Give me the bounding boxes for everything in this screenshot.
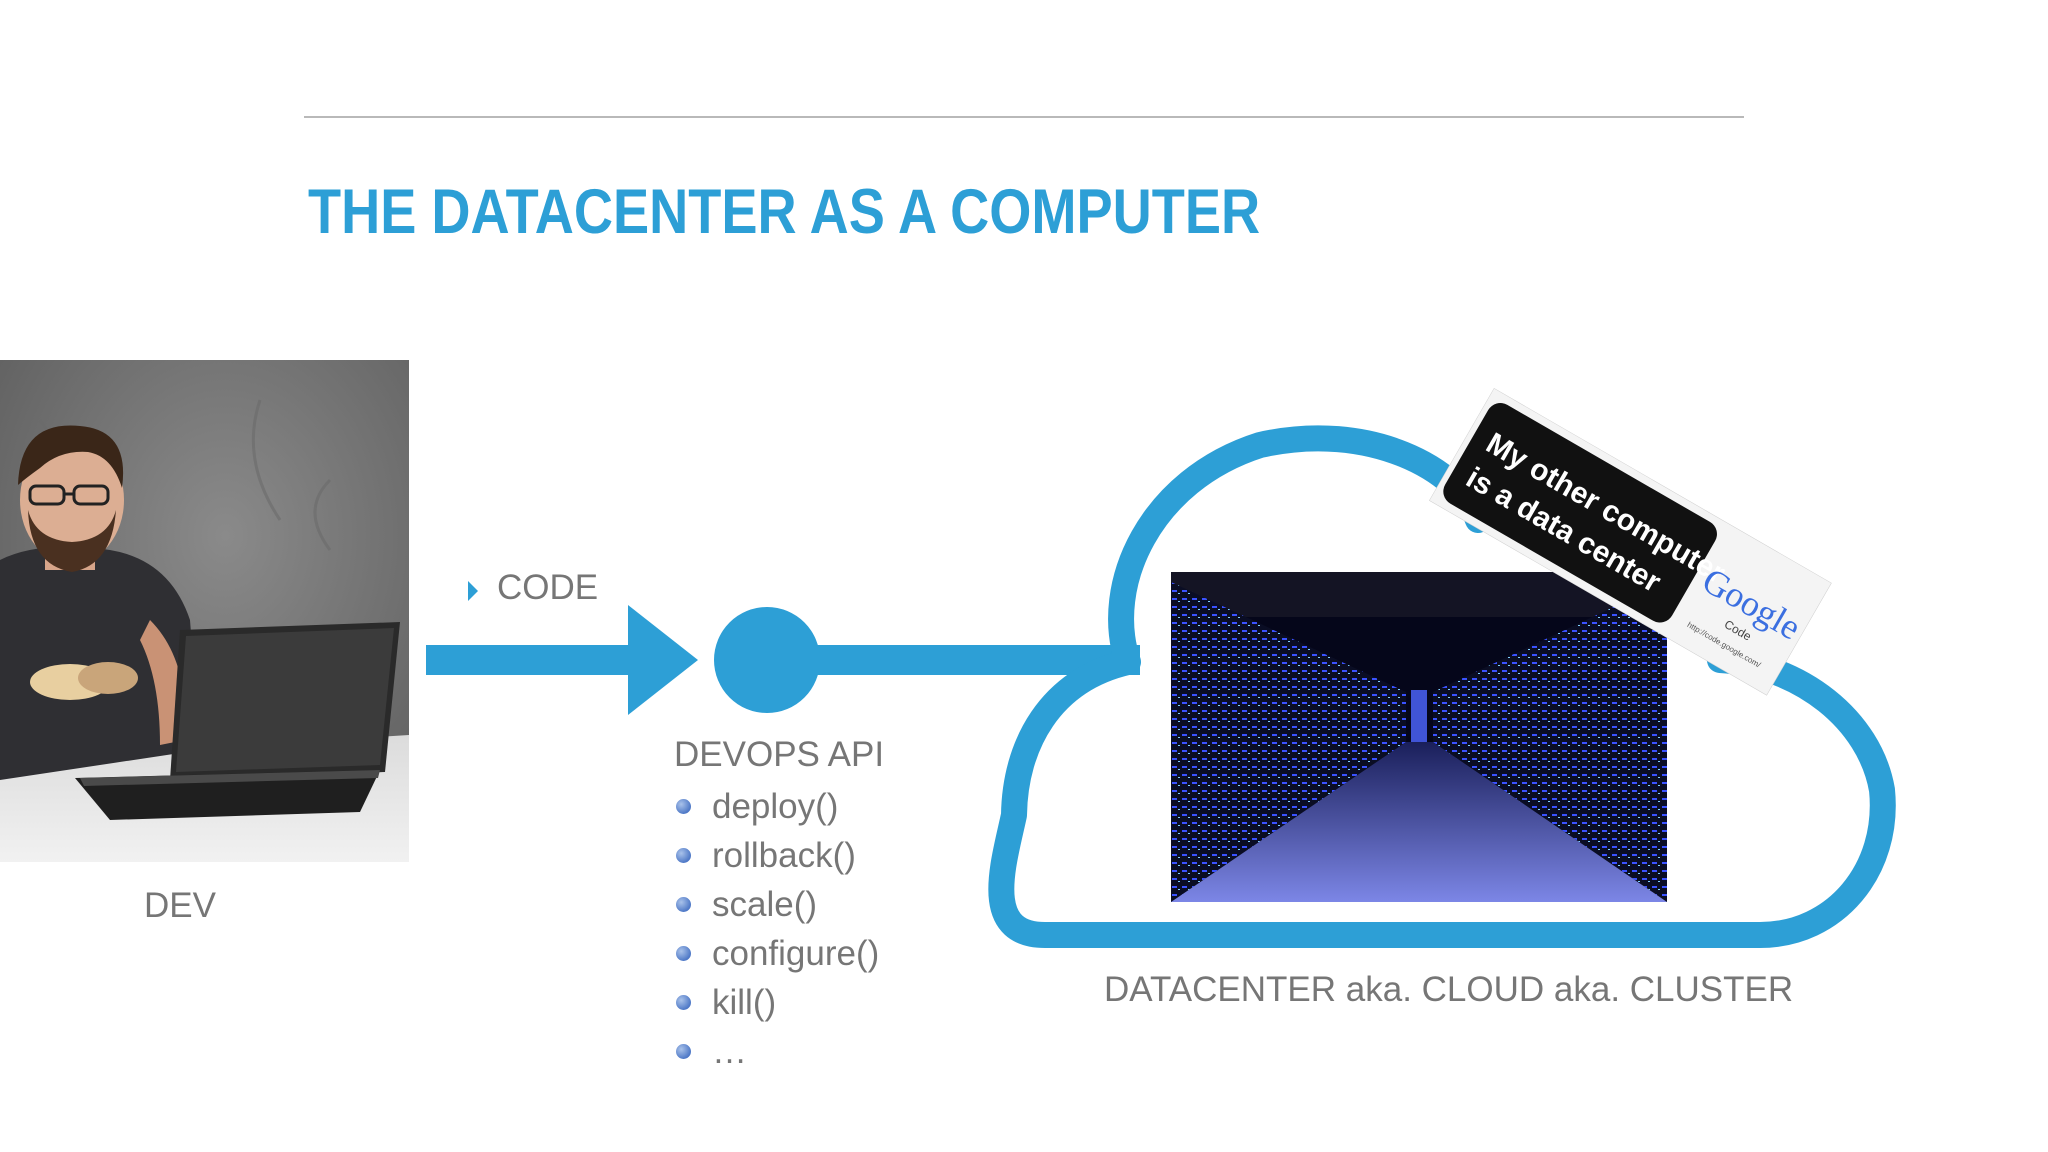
code-label: CODE [497, 568, 599, 607]
bullet-icon [676, 995, 691, 1010]
top-divider [304, 116, 1744, 118]
bullet-icon [676, 799, 691, 814]
api-node [714, 607, 820, 713]
developer-photo [0, 360, 409, 862]
api-item-deploy: deploy() [674, 782, 879, 831]
bullet-icon [676, 946, 691, 961]
bullet-icon [676, 1044, 691, 1059]
api-item-kill: kill() [674, 978, 879, 1027]
devops-api-title: DEVOPS API [674, 735, 885, 774]
api-item-more: … [674, 1027, 879, 1076]
api-method-list: deploy() rollback() scale() configure() … [674, 782, 879, 1076]
api-item-configure: configure() [674, 929, 879, 978]
bullet-icon [676, 897, 691, 912]
arrow-shaft [426, 645, 642, 675]
datacenter-photo [1171, 572, 1667, 902]
slide-title: THE DATACENTER AS A COMPUTER [308, 177, 1261, 247]
api-item-scale: scale() [674, 880, 879, 929]
arrow-head [628, 605, 698, 715]
code-bullet-icon [468, 581, 478, 601]
datacenter-label: DATACENTER aka. CLOUD aka. CLUSTER [1104, 970, 1794, 1009]
bullet-icon [676, 848, 691, 863]
dev-label: DEV [144, 886, 216, 925]
api-item-rollback: rollback() [674, 831, 879, 880]
